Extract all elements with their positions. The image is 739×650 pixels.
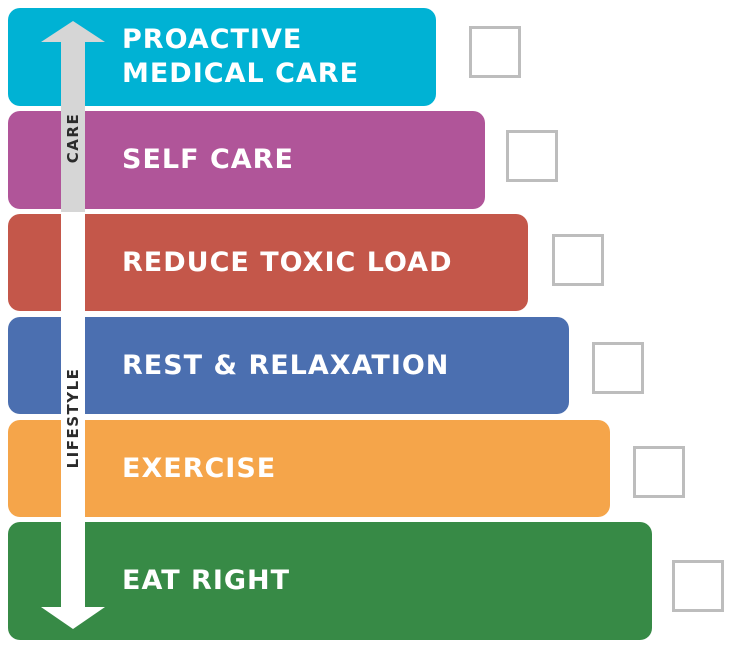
level-bar-exercise: EXERCISE [8, 420, 610, 517]
checkbox-self-care[interactable] [506, 130, 558, 182]
level-label: REDUCE TOXIC LOAD [122, 246, 453, 278]
lifestyle-axis-label: LIFESTYLE [64, 367, 82, 469]
level-label: REST & RELAXATION [122, 349, 450, 381]
level-label: SELF CARE [122, 144, 294, 176]
checkbox-rest-relaxation[interactable] [592, 342, 644, 394]
level-label: PROACTIVE [122, 24, 303, 56]
checkbox-eat-right[interactable] [672, 560, 724, 612]
level-label-line2: MEDICAL CARE [122, 58, 360, 89]
level-label: EAT RIGHT [122, 565, 291, 597]
level-bar-eat-right: EAT RIGHT [8, 522, 652, 640]
checkbox-exercise[interactable] [633, 446, 685, 498]
level-label: EXERCISE [122, 452, 277, 484]
care-axis-label: CARE [64, 112, 82, 164]
level-bar-rest-relaxation: REST & RELAXATION [8, 317, 569, 414]
checkbox-proactive-medical-care[interactable] [469, 26, 521, 78]
checkbox-reduce-toxic-load[interactable] [552, 234, 604, 286]
level-bar-reduce-toxic-load: REDUCE TOXIC LOAD [8, 214, 528, 311]
